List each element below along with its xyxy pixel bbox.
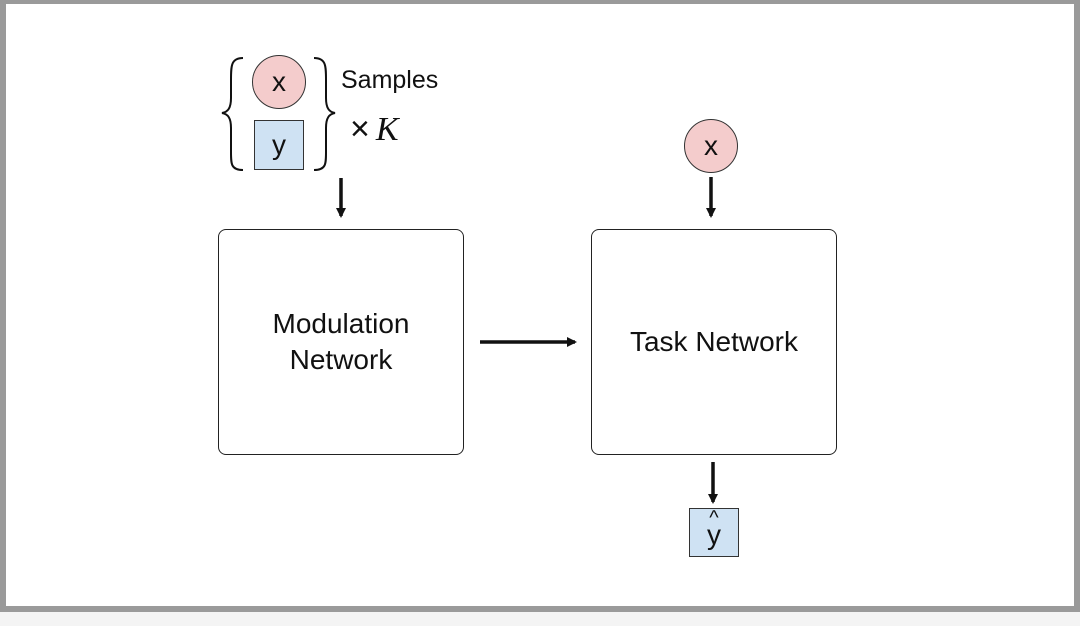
output-hat: ^ [709, 506, 719, 529]
frame-border-right [1074, 0, 1080, 610]
right-brace [313, 57, 336, 171]
output-y-hat-node: ^ y [689, 508, 739, 557]
task-network-box: Task Network [591, 229, 837, 455]
task-input-x-node: x [684, 119, 738, 173]
task-network-label: Task Network [629, 326, 799, 357]
bottom-strip [0, 612, 1080, 626]
frame-border-left [0, 0, 6, 610]
times-k-label: ×K [350, 110, 399, 149]
modulation-network-box: Modulation Network [218, 229, 464, 455]
modulation-network-line1: Modulation [272, 308, 410, 339]
samples-label: Samples [341, 66, 439, 94]
frame-border-bottom [0, 606, 1080, 612]
task-input-x-label: x [704, 130, 718, 161]
left-brace [221, 57, 244, 171]
output-y-label: y [707, 518, 721, 550]
sample-x-label: x [272, 66, 286, 97]
frame-border-top [0, 0, 1080, 4]
sample-y-label: y [272, 129, 286, 160]
sample-x-node: x [252, 55, 306, 109]
k-label: K [375, 111, 399, 148]
times-symbol: × [350, 110, 370, 148]
modulation-network-line2: Network [289, 344, 393, 375]
sample-y-node: y [254, 120, 304, 170]
